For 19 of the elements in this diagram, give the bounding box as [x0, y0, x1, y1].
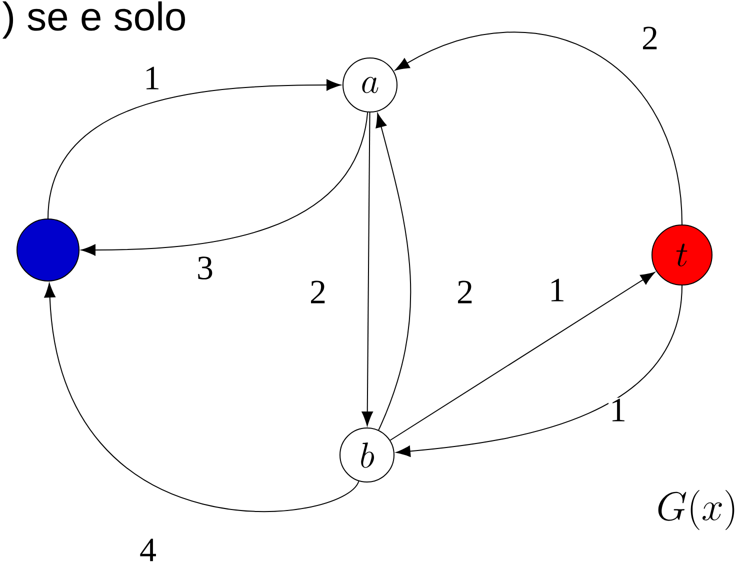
edge-label: 2 — [308, 280, 328, 304]
graph-name: $G(x)$ — [658, 490, 734, 530]
arrow — [394, 32, 682, 225]
arrow — [81, 112, 368, 256]
arrow — [48, 79, 341, 219]
arrow — [376, 113, 412, 431]
heading-fragment: ) se e solo — [2, 1, 185, 39]
arrow — [396, 285, 682, 457]
edge-label: 2 — [640, 26, 660, 50]
edge-label: 2 — [456, 280, 474, 304]
arrow — [44, 283, 360, 512]
edge-label: 1 — [548, 278, 566, 302]
edge-label: 3 — [196, 256, 214, 280]
arrow — [390, 272, 655, 441]
edge-label: 1 — [608, 398, 628, 422]
arrow — [362, 112, 373, 426]
edge-label: 4 — [138, 538, 158, 562]
edge-label: 1 — [142, 66, 162, 90]
filled-circle — [16, 218, 80, 282]
